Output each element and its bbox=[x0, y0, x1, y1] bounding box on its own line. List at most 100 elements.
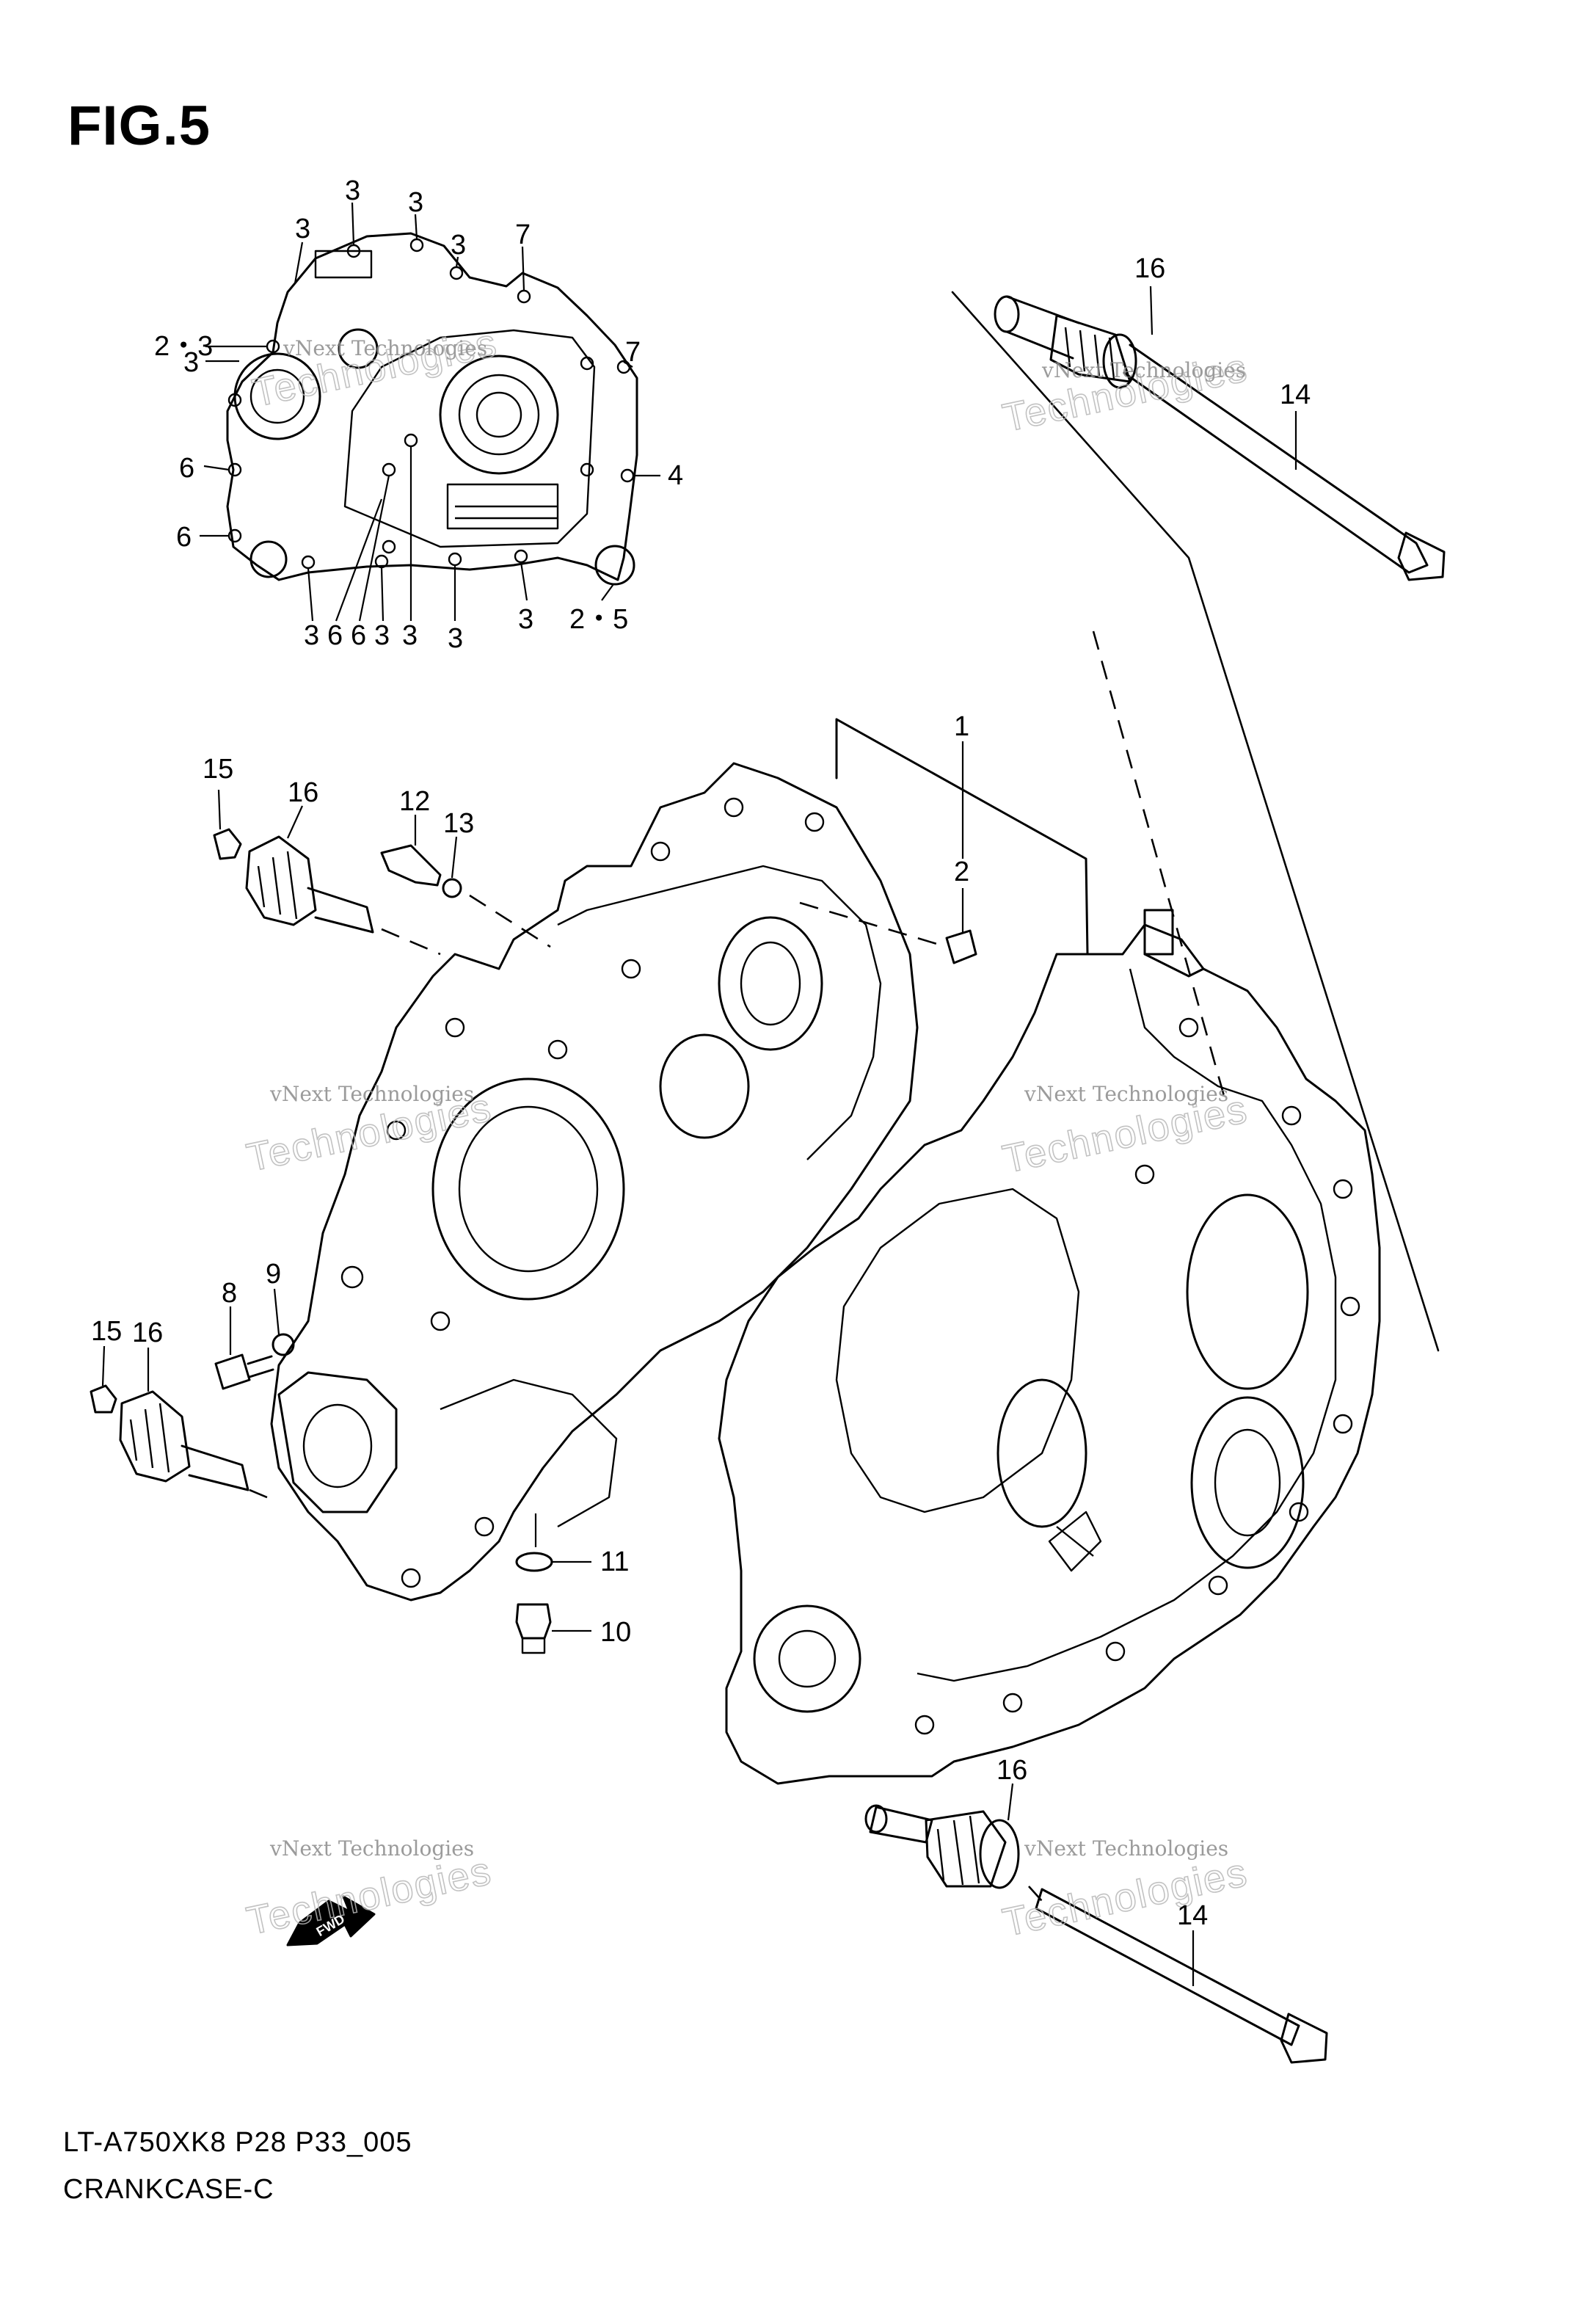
right-case-drain-boss bbox=[753, 1604, 861, 1713]
dash-12 bbox=[469, 894, 551, 948]
callout-label: 14 bbox=[1280, 379, 1311, 410]
right-case-gasket bbox=[917, 968, 1337, 1682]
callout-label: 15 bbox=[203, 754, 233, 785]
long-bolt-head-top bbox=[1397, 531, 1446, 581]
part-15-lower bbox=[90, 1384, 117, 1414]
watermark-3: Technologies vNext Technologies bbox=[242, 1082, 496, 1181]
watermark-1-text-large: Technologies bbox=[249, 321, 501, 415]
part-11-washer bbox=[515, 1552, 553, 1572]
part-8-bolt-head bbox=[214, 1353, 251, 1390]
callout-label: 1 bbox=[954, 711, 969, 742]
right-case-crank-opening bbox=[996, 1378, 1087, 1528]
watermark-2-text: vNext Technologies bbox=[1041, 358, 1246, 382]
callout-label: 14 bbox=[1177, 1900, 1208, 1931]
callout-label: 6 bbox=[179, 453, 194, 484]
plug-gear-teeth-top bbox=[1064, 327, 1115, 379]
inset-main-bearing-core bbox=[475, 391, 522, 438]
callout-label: 4 bbox=[668, 460, 683, 491]
callout-label: 6 bbox=[176, 522, 192, 553]
left-case-bolt-holes bbox=[340, 797, 825, 1588]
callout-label: 6 bbox=[327, 620, 343, 651]
bracket-part-1 bbox=[835, 718, 1089, 956]
upper-right-assembly bbox=[951, 286, 1446, 1352]
part-10-bolt bbox=[515, 1603, 552, 1640]
plug-gear-bottom bbox=[925, 1810, 1007, 1888]
left-case-flange-bore bbox=[302, 1403, 373, 1488]
part-13-washer bbox=[442, 878, 462, 898]
callout-label: 3 bbox=[451, 230, 466, 261]
left-case-flange-bottom bbox=[277, 1371, 398, 1513]
plug-shaft-end-bottom bbox=[864, 1804, 888, 1833]
plug-assembly-left-lower bbox=[90, 1345, 278, 1503]
callout-label: 9 bbox=[266, 1259, 281, 1290]
callout-label: 2・5 bbox=[569, 604, 628, 635]
inset-oil-seal-bl bbox=[249, 540, 288, 578]
inset-callout-labels: 3 3 3 3 7 2・3 7 3 6 4 6 3 6 6 3 3 3 3 2・… bbox=[154, 175, 683, 654]
watermark-6: Technologies vNext Technologies bbox=[999, 1836, 1253, 1946]
inset-leader-lines bbox=[200, 202, 660, 622]
callout-label: 3 bbox=[304, 620, 319, 651]
watermark-6-text: vNext Technologies bbox=[1024, 1836, 1228, 1861]
watermark-2: Technologies vNext Technologies bbox=[999, 345, 1253, 441]
watermark-1: Technologies vNext Technologies bbox=[248, 320, 502, 416]
inset-case-outline bbox=[226, 232, 638, 581]
plug-flange-top bbox=[1102, 333, 1137, 389]
plug-gear-teeth-bottom bbox=[936, 1815, 980, 1886]
left-case-bearing-mid bbox=[659, 1033, 750, 1139]
callout-label: 7 bbox=[515, 219, 531, 250]
right-case-bearing-upper bbox=[1186, 1193, 1309, 1390]
callout-label: 2・3 bbox=[154, 331, 213, 362]
part-16-lower-gear bbox=[119, 1390, 191, 1483]
right-case-fitting bbox=[1143, 909, 1174, 956]
callout-label: 13 bbox=[443, 808, 474, 839]
long-bolt-top bbox=[1123, 343, 1429, 574]
callout-label: 16 bbox=[996, 1755, 1027, 1786]
part-16-upper-teeth bbox=[257, 851, 298, 920]
inset-oil-seal-br bbox=[594, 545, 635, 586]
watermark-1-text: vNext Technologies bbox=[283, 336, 487, 360]
right-case-cylinder-bore bbox=[835, 1188, 1080, 1513]
part-9-washer bbox=[272, 1333, 295, 1356]
left-case-cylinder-bore bbox=[431, 1077, 625, 1301]
inset-label-plate bbox=[314, 250, 373, 279]
fitting-12-13 bbox=[380, 815, 551, 948]
inset-gallery-lines bbox=[455, 505, 558, 520]
part-10-bolt-thread bbox=[521, 1638, 546, 1654]
part-16-lower-shaft bbox=[181, 1444, 249, 1491]
right-case-bearing-lower bbox=[1190, 1396, 1305, 1569]
right-case-x-mark bbox=[1048, 1511, 1102, 1572]
callout-label: 2 bbox=[954, 857, 969, 887]
callout-label: 3 bbox=[183, 347, 199, 378]
lower-right-assembly bbox=[864, 1783, 1328, 2064]
left-case-bearing-upper bbox=[718, 916, 823, 1051]
callout-label: 16 bbox=[132, 1317, 163, 1348]
part-12-fitting bbox=[380, 844, 442, 887]
dash-guide-upper-2 bbox=[1092, 630, 1227, 1102]
watermark-5-text: vNext Technologies bbox=[269, 1836, 474, 1861]
left-case-cylinder-inner bbox=[458, 1105, 599, 1273]
inset-case-inner bbox=[343, 329, 596, 548]
inset-main-bearing-inner bbox=[458, 374, 540, 456]
callout-label: 6 bbox=[351, 620, 366, 651]
left-case-bearing-upper-inner bbox=[740, 941, 801, 1026]
callout-label: 3 bbox=[295, 214, 310, 244]
callout-label: 11 bbox=[600, 1546, 629, 1577]
crankcase-right-half bbox=[718, 909, 1381, 1785]
watermark-3-text: vNext Technologies bbox=[269, 1082, 474, 1106]
dash-guide-upper bbox=[951, 291, 1440, 1352]
plug-flange-bottom bbox=[979, 1819, 1020, 1889]
left-case-outline bbox=[270, 762, 919, 1602]
bolt-8-washer-9 bbox=[214, 1288, 295, 1390]
drain-washer-bolt bbox=[515, 1513, 591, 1654]
long-bolt-head-bottom bbox=[1280, 2013, 1328, 2064]
fwd-arrow: FWD bbox=[286, 1895, 376, 1946]
callout-label: 15 bbox=[91, 1316, 122, 1347]
main-callout-labels: 16 14 1 2 15 16 12 13 8 9 15 16 11 10 16… bbox=[91, 253, 1311, 1931]
right-case-bearing-lower-inner bbox=[1214, 1428, 1281, 1537]
callout-label: 7 bbox=[625, 337, 641, 368]
dash-16-lower bbox=[249, 1488, 278, 1503]
part-15-upper bbox=[213, 828, 242, 860]
dash-16-upper bbox=[381, 928, 441, 956]
